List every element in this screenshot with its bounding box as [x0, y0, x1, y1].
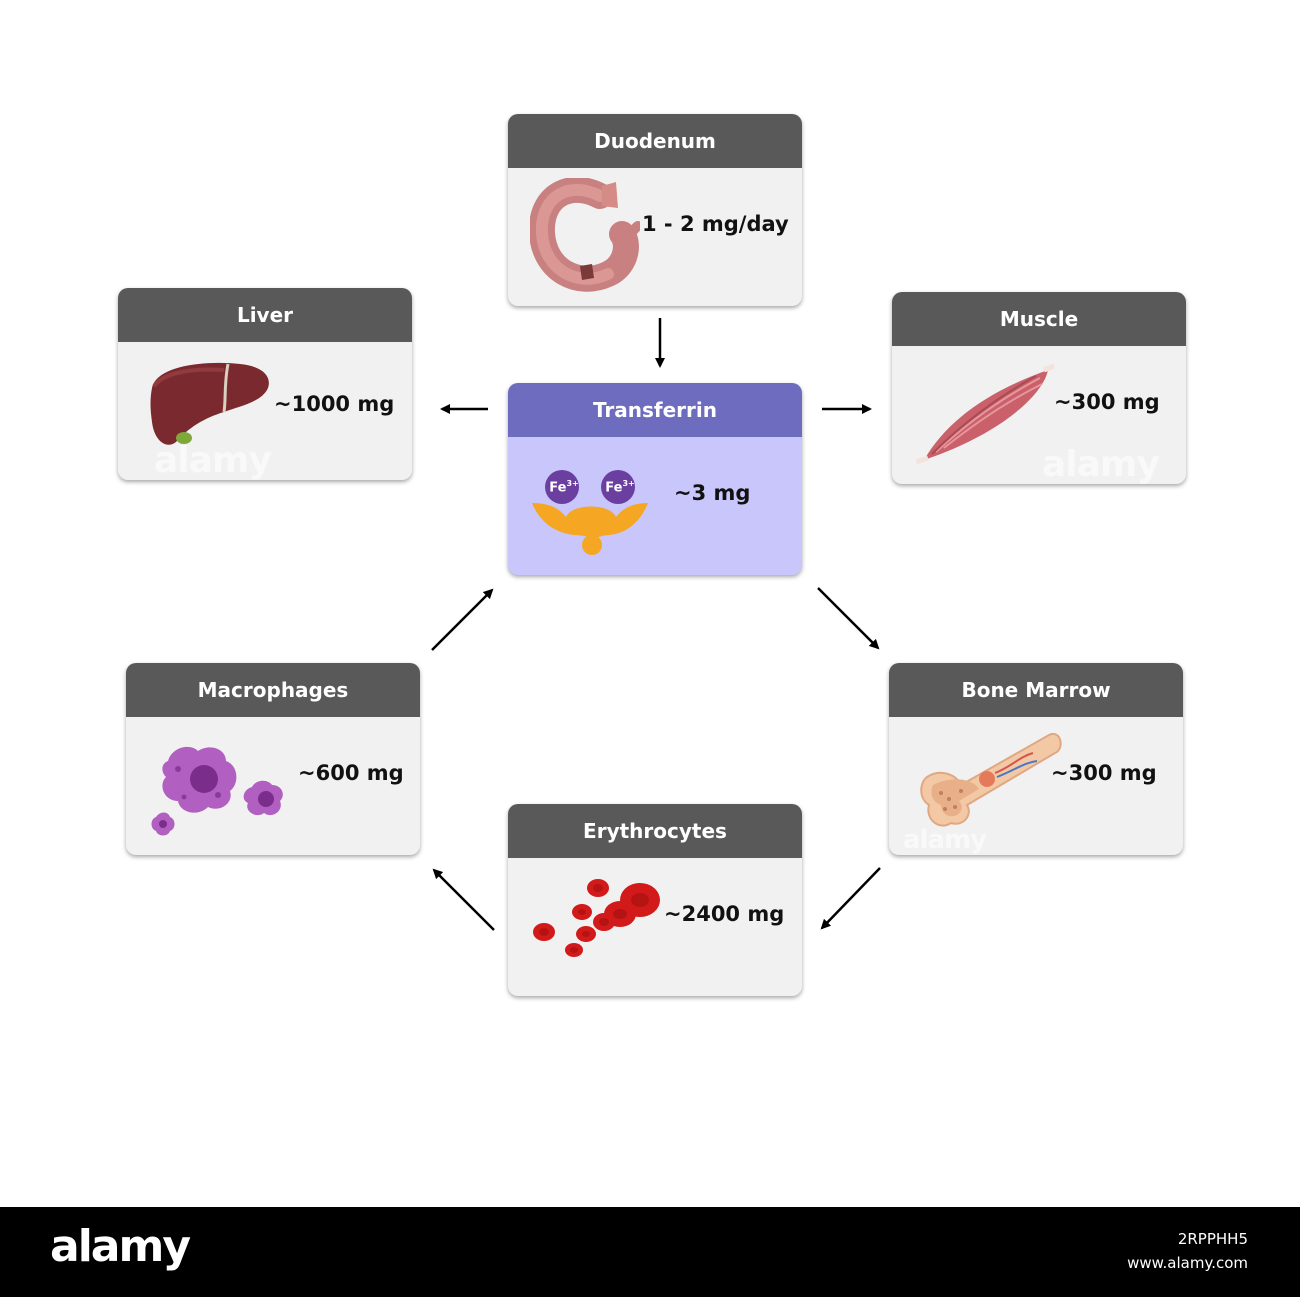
erythrocytes-illustration [533, 879, 660, 957]
fe-ion-left-label: Fe [549, 480, 567, 496]
muscle-value: ~300 mg [1054, 390, 1160, 414]
image-info: 2RPPHH5 www.alamy.com [1127, 1227, 1248, 1275]
macrophages-card: Macrophages ~600 mg [126, 663, 420, 855]
stock-footer: alamy 2RPPHH5 www.alamy.com [0, 1207, 1300, 1297]
fe-ion-left-charge: 3+ [566, 479, 579, 488]
arrow-transferrin-to-bone-marrow [817, 587, 880, 650]
fe-ion-left: Fe3+ [546, 479, 582, 495]
muscle-title: Muscle [892, 292, 1186, 346]
transferrin-value: ~3 mg [674, 481, 751, 505]
muscle-card: Muscle ~300 mg alamy [892, 292, 1186, 484]
macrophages-illustration [151, 746, 283, 836]
arrow-macrophages-to-transferrin [431, 588, 494, 651]
erythrocytes-title: Erythrocytes [508, 804, 802, 858]
transferrin-title: Transferrin [508, 383, 802, 437]
erythrocytes-card: Erythrocytes ~2400 mg [508, 804, 802, 996]
duodenum-title: Duodenum [508, 114, 802, 168]
image-id: 2RPPHH5 [1177, 1230, 1248, 1248]
fe-ion-right-label: Fe [605, 480, 623, 496]
fe-ion-right-charge: 3+ [622, 479, 635, 488]
muscle-illustration [916, 363, 1055, 465]
arrow-bone-marrow-to-erythrocytes [820, 867, 881, 930]
liver-card: Liver ~1000 mg alamy [118, 288, 412, 480]
muscle-watermark: alamy [1042, 444, 1160, 484]
liver-title: Liver [118, 288, 412, 342]
bone-marrow-watermark: alamy [903, 825, 987, 855]
macrophages-value: ~600 mg [298, 761, 404, 785]
transferrin-protein-illustration [532, 470, 648, 555]
transferrin-card: Transferrin Fe3+ Fe3+ ~3 mg [508, 383, 802, 575]
site-url: www.alamy.com [1127, 1254, 1248, 1272]
bone-marrow-title: Bone Marrow [889, 663, 1183, 717]
alamy-logo: alamy [50, 1221, 191, 1272]
erythrocytes-value: ~2400 mg [664, 902, 785, 926]
duodenum-card: Duodenum 1 - 2 mg/day [508, 114, 802, 306]
liver-illustration [150, 362, 269, 445]
bone-marrow-value: ~300 mg [1051, 761, 1157, 785]
bone-marrow-illustration [920, 732, 1062, 827]
liver-value: ~1000 mg [274, 392, 395, 416]
fe-ion-right: Fe3+ [602, 479, 638, 495]
arrow-erythrocytes-to-macrophages [432, 868, 495, 931]
duodenum-value: 1 - 2 mg/day [642, 212, 789, 236]
bone-marrow-card: Bone Marrow ~300 mg alamy [889, 663, 1183, 855]
macrophages-title: Macrophages [126, 663, 420, 717]
duodenum-illustration [530, 178, 640, 292]
liver-watermark: alamy [154, 440, 272, 480]
